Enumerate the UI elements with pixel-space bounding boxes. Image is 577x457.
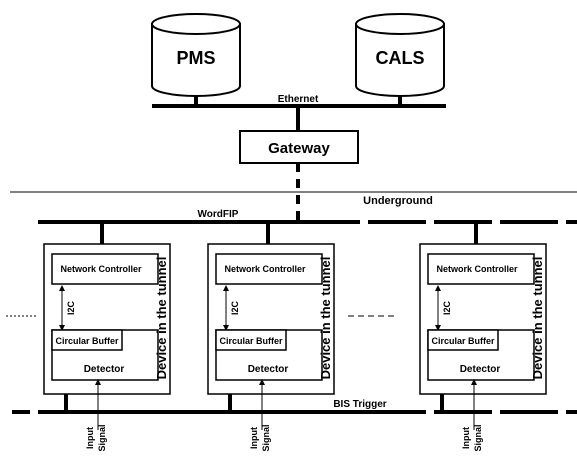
device-2: Network Controller I2C Circular Buffer D… — [207, 222, 335, 452]
device-1-title: Device in the tunnel — [154, 257, 169, 380]
device-3-i2c-label: I2C — [442, 301, 452, 316]
device-1-i2c-label: I2C — [66, 301, 76, 316]
database-pms: PMS — [151, 13, 241, 97]
device-2-signal-label: Signal — [261, 424, 271, 451]
device-1-signal-label: Signal — [97, 424, 107, 451]
device-3-circular-buffer — [427, 329, 499, 351]
device-1-network-controller-label: Network Controller — [60, 264, 142, 274]
device-3-network-controller — [427, 253, 535, 285]
device-1-circular-buffer-label: Circular Buffer — [55, 336, 119, 346]
device-3-network-controller-label: Network Controller — [436, 264, 518, 274]
device-2-network-controller — [215, 253, 323, 285]
device-3-input-label: Input — [461, 427, 471, 449]
ethernet-label: Ethernet — [278, 94, 319, 105]
device-1-detector-label: Detector — [84, 364, 125, 375]
device-2-i2c-label: I2C — [230, 301, 240, 316]
device-2-input-label: Input — [249, 427, 259, 449]
device-3: Network Controller I2C Circular Buffer D… — [419, 222, 547, 452]
gateway-box — [239, 130, 359, 164]
database-pms-label: PMS — [176, 48, 215, 68]
database-cals: CALS — [355, 13, 445, 97]
device-3-circular-buffer-label: Circular Buffer — [431, 336, 495, 346]
device-2-circular-buffer — [215, 329, 287, 351]
device-1: Network Controller I2C Circular Buffer D… — [43, 222, 171, 452]
bis-trigger-label: BIS Trigger — [333, 399, 386, 410]
database-cals-label: CALS — [376, 48, 425, 68]
device-3-detector-label: Detector — [460, 364, 501, 375]
device-1-input-label: Input — [85, 427, 95, 449]
device-2-circular-buffer-label: Circular Buffer — [219, 336, 283, 346]
underground-label: Underground — [363, 195, 433, 207]
device-3-signal-label: Signal — [473, 424, 483, 451]
device-2-network-controller-label: Network Controller — [224, 264, 306, 274]
device-3-title: Device in the tunnel — [530, 257, 545, 380]
wordfip-label: WordFIP — [198, 209, 239, 220]
device-2-title: Device in the tunnel — [318, 257, 333, 380]
device-1-network-controller — [51, 253, 159, 285]
device-2-detector-label: Detector — [248, 364, 289, 375]
gateway-label: Gateway — [268, 140, 330, 157]
device-1-circular-buffer — [51, 329, 123, 351]
